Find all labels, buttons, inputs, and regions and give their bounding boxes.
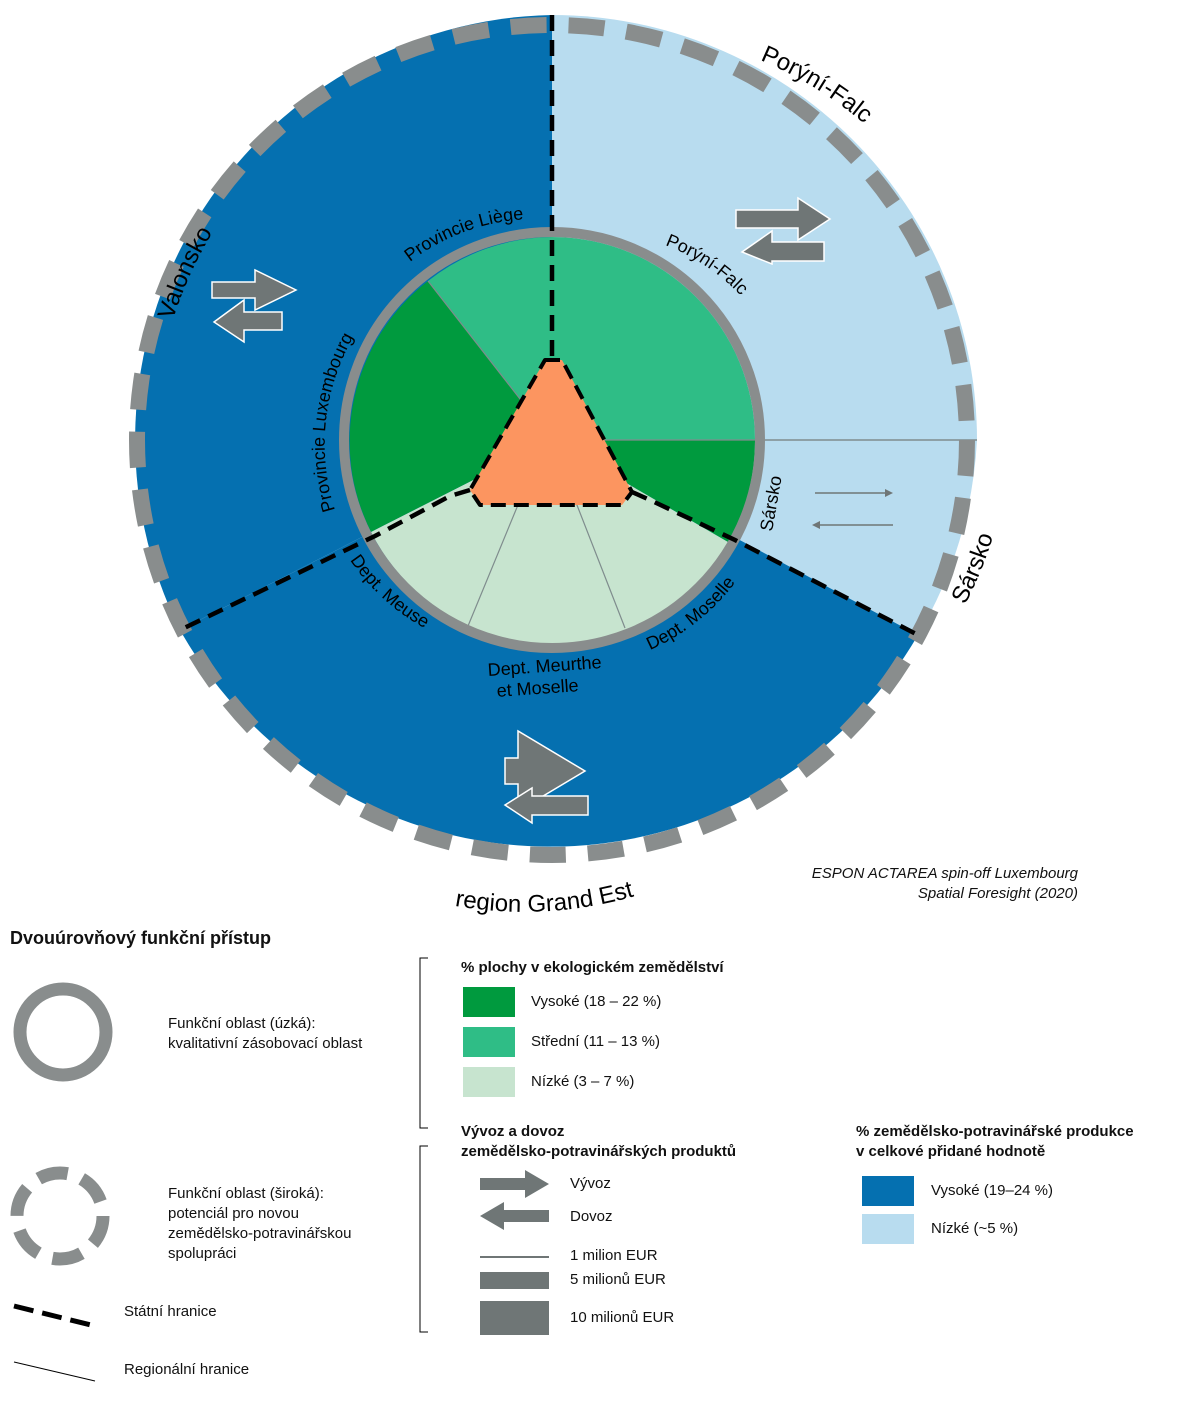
- wide-area-line-4: spolupráci: [168, 1245, 237, 1262]
- narrow-area-legend-icon: [13, 982, 113, 1082]
- agrifood-title-line-1: % zemědělsko-potravinářské produkce: [856, 1123, 1134, 1140]
- agrifood-title-line-2: v celkové přidané hodnotě: [856, 1143, 1046, 1160]
- legend-bracket: [419, 1145, 428, 1333]
- credit: ESPON ACTAREA spin-off Luxembourg Spatia…: [700, 864, 1078, 904]
- agrifood-high-swatch: [862, 1176, 914, 1206]
- agrifood-low-swatch: [862, 1214, 914, 1244]
- center-luxembourg: [468, 358, 634, 507]
- inner-sector-rhineland: [552, 237, 755, 440]
- narrow-functional-area-ring: [339, 227, 765, 653]
- wide-functional-area-ring: [129, 17, 975, 863]
- agrifood-high-label: Vysoké (19–24 %): [931, 1182, 1054, 1199]
- organic-high-label: Vysoké (18 – 22 %): [531, 993, 662, 1010]
- import-arrow-icon: [740, 229, 825, 266]
- import-arrow-icon: [212, 298, 283, 344]
- state-border-label: Státní hranice: [124, 1303, 217, 1320]
- wide-area-line-2: potenciál pro novou: [168, 1205, 299, 1222]
- trade-title-line-2: zemědělsko-potravinářských produktů: [461, 1143, 737, 1160]
- saar-thin-arrows: [812, 489, 893, 529]
- organic-legend-title: % plochy v ekologickém zemědělství: [461, 959, 724, 976]
- width-1m-legend: [480, 1256, 549, 1258]
- state-border-legend-icon: [13, 1303, 96, 1329]
- agrifood-legend-title: % zemědělsko-potravinářské produkce v ce…: [856, 1122, 1134, 1162]
- organic-low-swatch: [463, 1067, 515, 1097]
- regional-border-legend-icon: [13, 1361, 96, 1382]
- width-5m-label: 5 milionů EUR: [570, 1271, 666, 1288]
- organic-mid-label: Střední (11 – 13 %): [531, 1033, 660, 1050]
- trade-legend-title: Vývoz a dovoz zemědělsko-potravinářských…: [461, 1122, 736, 1162]
- trade-title-line-1: Vývoz a dovoz: [461, 1123, 565, 1140]
- legend-title: Dvouúrovňový funkční přístup: [10, 928, 272, 948]
- organic-high-swatch: [463, 987, 515, 1017]
- inner-sector-luxembourg: [349, 281, 552, 532]
- wide-area-line-1: Funkční oblast (široká):: [168, 1185, 324, 1202]
- width-10m-label: 10 milionů EUR: [570, 1309, 675, 1326]
- legend-bracket: [419, 957, 428, 1129]
- state-borders: [179, 15, 920, 637]
- width-1m-label: 1 milion EUR: [570, 1247, 658, 1264]
- export-arrow-icon: [504, 729, 587, 813]
- regional-border: [467, 499, 521, 627]
- inner-sector-liege: [428, 237, 552, 440]
- narrow-area-line-2: kvalitativní zásobovací oblast: [168, 1035, 363, 1052]
- organic-low-label: Nízké (3 – 7 %): [531, 1073, 635, 1090]
- outer-label-grand-est: region Grand Est: [454, 876, 637, 918]
- export-label: Vývoz: [570, 1175, 611, 1192]
- width-5m-legend: [480, 1272, 549, 1289]
- export-arrow-icon: [735, 196, 832, 242]
- credit-line-1: ESPON ACTAREA spin-off Luxembourg: [811, 865, 1078, 882]
- legend-graphics: [10, 957, 549, 1382]
- regional-border-label: Regionální hranice: [124, 1361, 250, 1378]
- wide-area-line-3: zemědělsko-potravinářskou: [168, 1225, 352, 1242]
- wide-area-legend: Funkční oblast (široká): potenciál pro n…: [168, 1184, 351, 1264]
- import-legend-icon: [480, 1202, 549, 1230]
- organic-mid-swatch: [463, 1027, 515, 1057]
- width-10m-legend: [480, 1301, 549, 1335]
- narrow-area-line-1: Funkční oblast (úzká):: [168, 1015, 316, 1032]
- import-arrow-icon: [503, 786, 589, 825]
- trade-arrows: [211, 196, 832, 825]
- wide-area-legend-icon: [10, 1166, 110, 1266]
- agrifood-low-label: Nízké (~5 %): [931, 1220, 1019, 1237]
- narrow-area-legend: Funkční oblast (úzká): kvalitativní záso…: [168, 1014, 362, 1054]
- export-legend-icon: [480, 1170, 549, 1198]
- credit-line-2: Spatial Foresight (2020): [917, 885, 1078, 902]
- import-label: Dovoz: [570, 1208, 613, 1225]
- export-arrow-icon: [211, 268, 298, 312]
- regional-border: [574, 499, 626, 629]
